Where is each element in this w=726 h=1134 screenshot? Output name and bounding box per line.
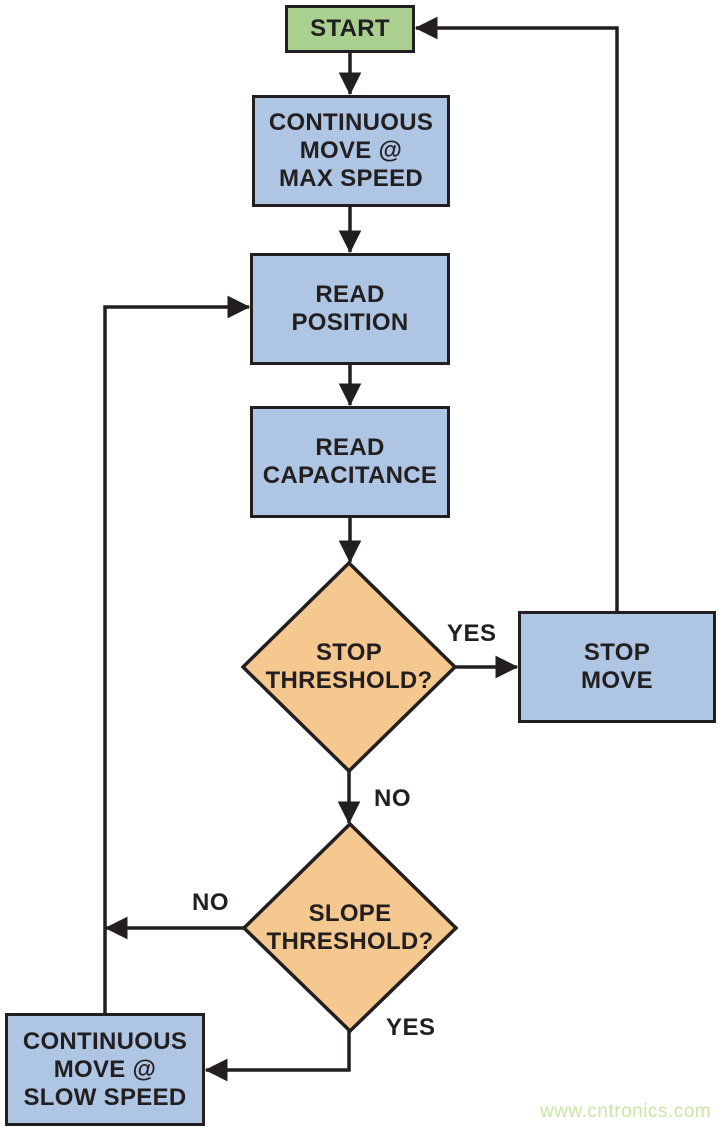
node-read-capacitance-label: READ CAPACITANCE	[262, 434, 438, 489]
node-read-capacitance: READ CAPACITANCE	[250, 406, 450, 518]
node-read-position-label: READ POSITION	[291, 281, 409, 336]
watermark-text: www.cntronics.com	[540, 1101, 712, 1122]
node-stop-move: STOP MOVE	[518, 611, 716, 723]
node-stop-move-label: STOP MOVE	[581, 639, 653, 694]
connector-move-slow-loop-to-read-position	[103, 295, 251, 1013]
node-continuous-move-slow-speed-label: CONTINUOUS MOVE @ SLOW SPEED	[22, 1027, 188, 1111]
node-continuous-move-max-speed: CONTINUOUS MOVE @ MAX SPEED	[252, 95, 450, 207]
node-start-label: START	[310, 15, 390, 42]
connector-slope-threshold-yes-to-move-slow	[204, 1031, 351, 1082]
node-continuous-move-slow-speed: CONTINUOUS MOVE @ SLOW SPEED	[5, 1013, 205, 1126]
edge-label-slope-threshold-yes: YES	[386, 1014, 436, 1041]
node-continuous-move-max-speed-label: CONTINUOUS MOVE @ MAX SPEED	[268, 109, 434, 192]
edge-label-stop-threshold-no: NO	[374, 785, 411, 812]
node-start: START	[285, 5, 415, 53]
decision-slope-threshold-shape	[241, 821, 459, 1034]
edge-label-slope-threshold-no: NO	[192, 889, 229, 916]
edge-label-stop-threshold-yes: YES	[447, 620, 497, 647]
connector-stop-move-to-start	[414, 16, 619, 611]
node-read-position: READ POSITION	[250, 253, 450, 365]
decision-stop-threshold-shape	[240, 560, 458, 774]
